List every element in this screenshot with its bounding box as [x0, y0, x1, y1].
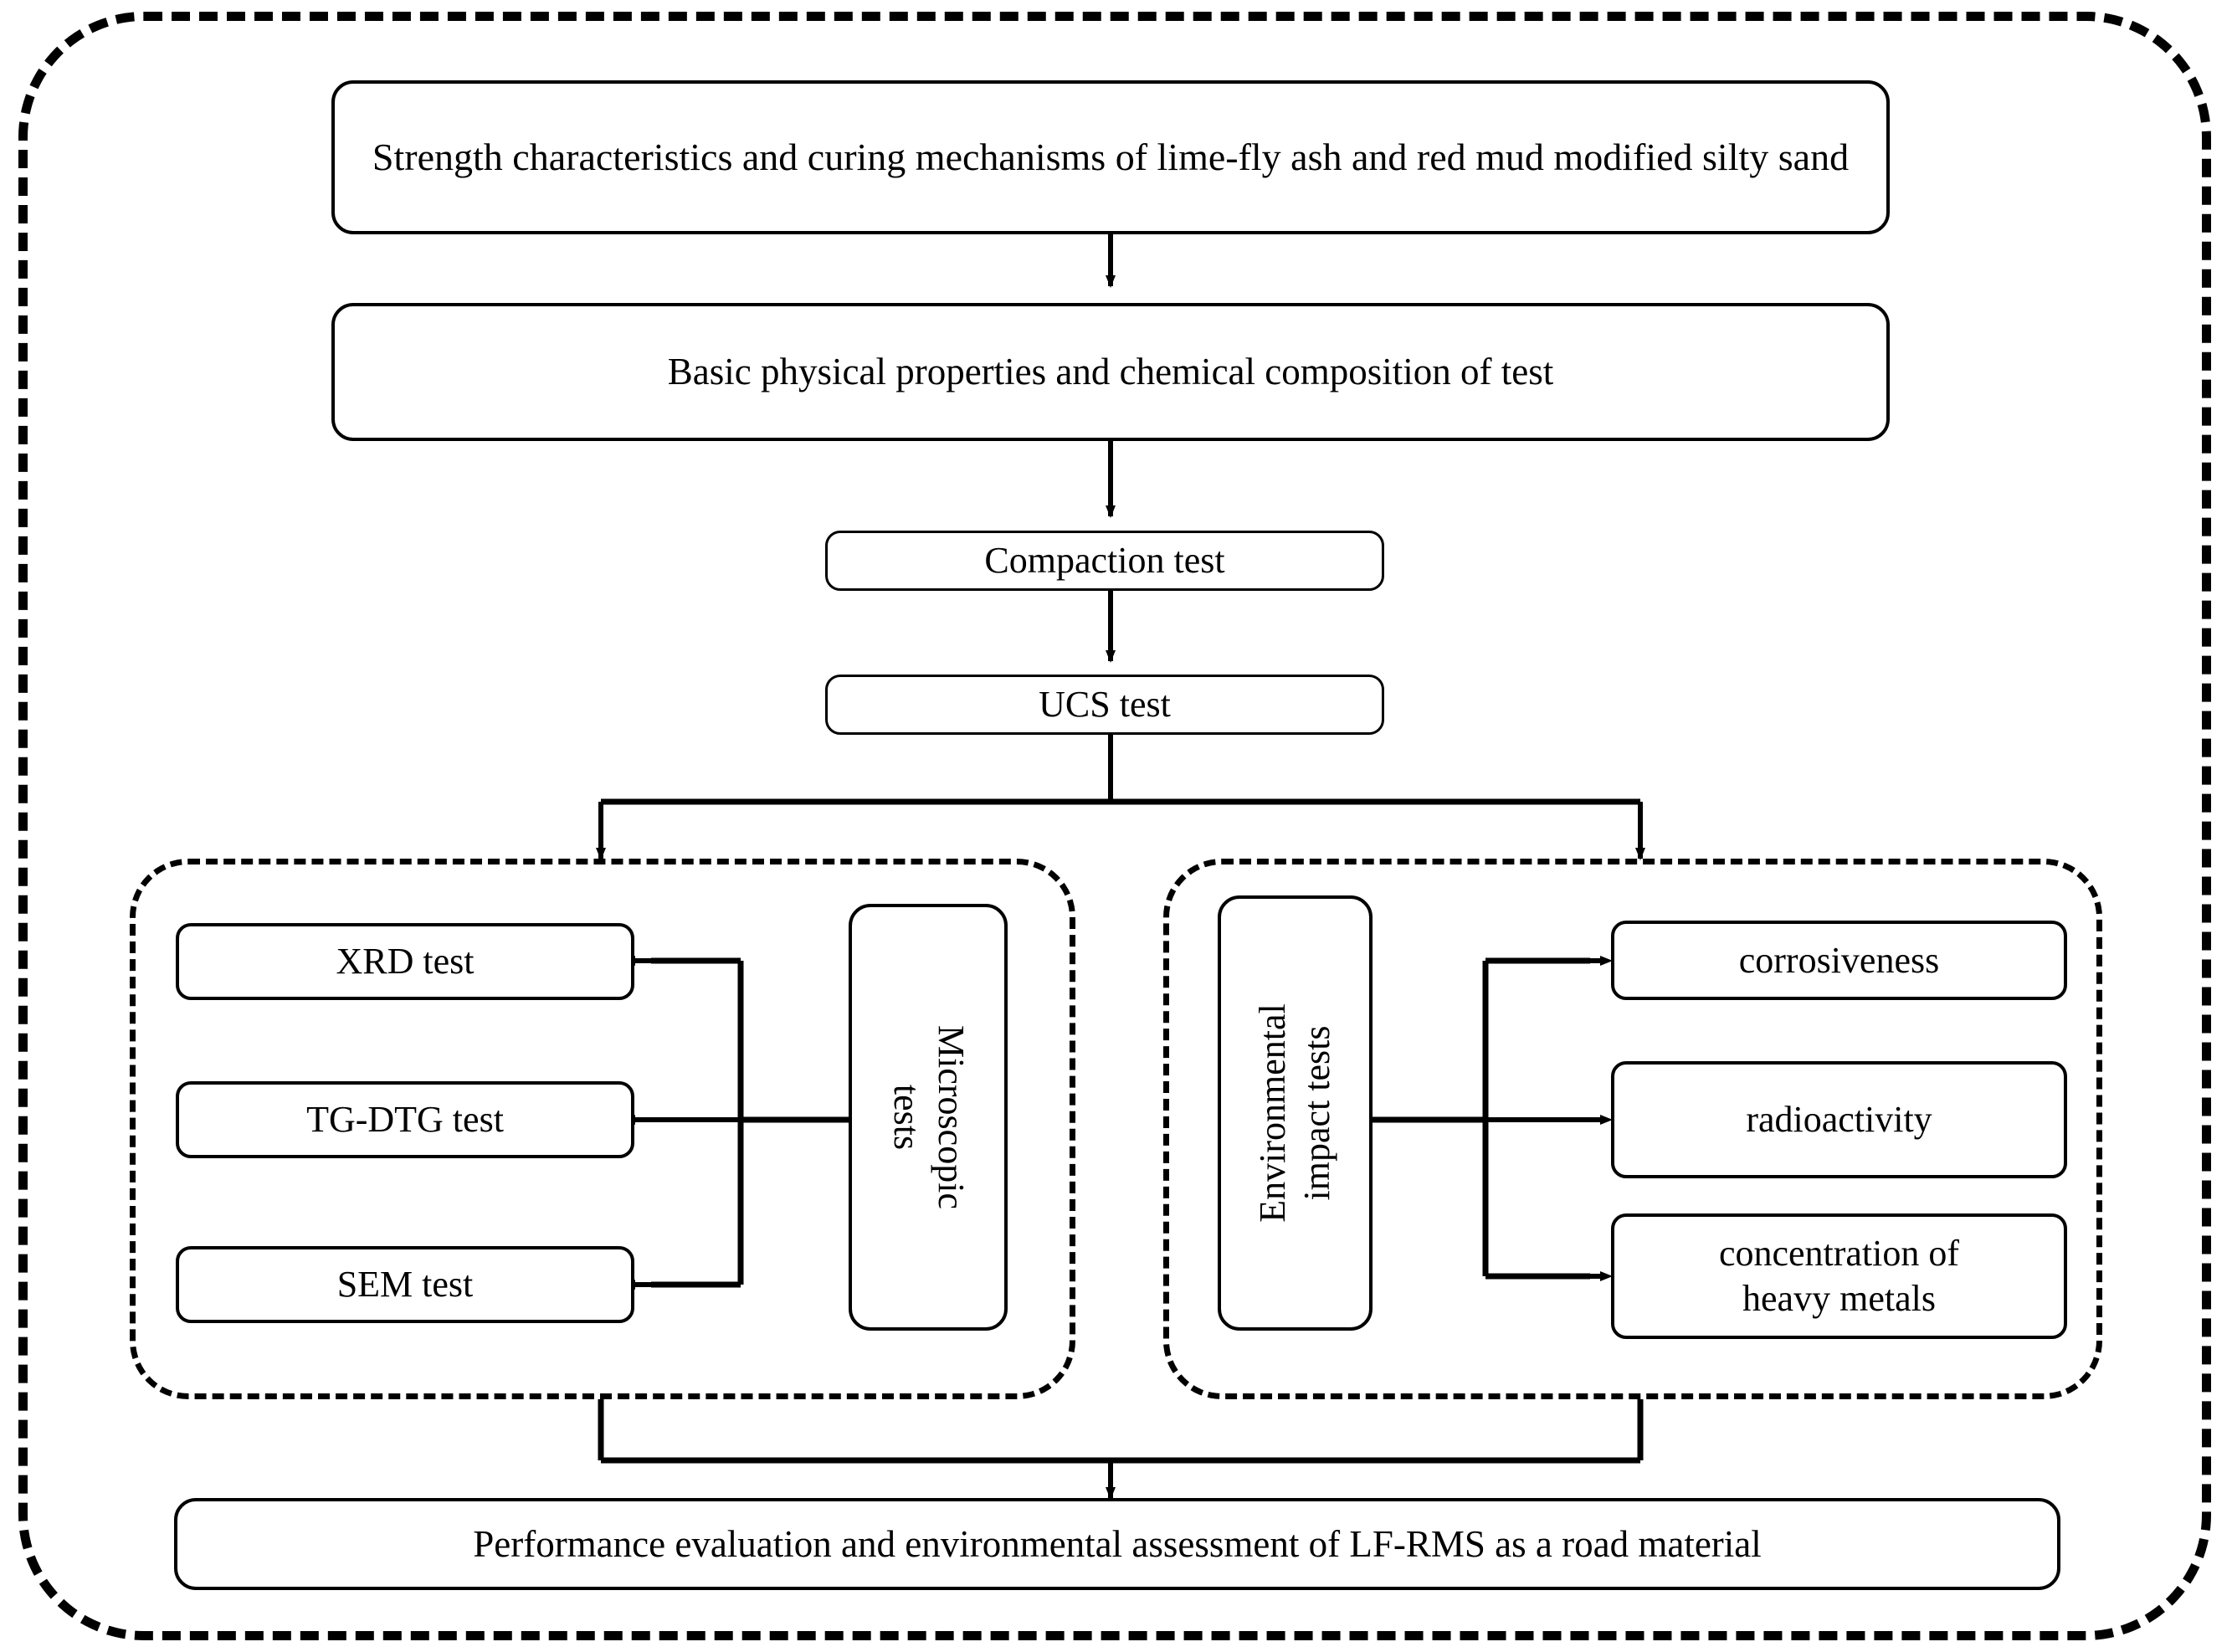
node-corrosiveness-label: corrosiveness — [1738, 939, 1940, 981]
node-tg-dtg-test: TG-DTG test — [176, 1081, 634, 1158]
env-driver-line-2: impact tests — [1296, 1025, 1337, 1201]
node-radioactivity-label: radioactivity — [1746, 1099, 1932, 1141]
group-environmental-impact-tests — [1163, 859, 2102, 1399]
node-corrosiveness: corrosiveness — [1611, 921, 2067, 1000]
node-xrd-test: XRD test — [176, 923, 634, 1000]
node-basic-properties: Basic physical properties and chemical c… — [331, 303, 1890, 441]
microscopic-driver-line-1: Microscopic — [930, 1025, 972, 1209]
node-ucs-test-label: UCS test — [1039, 684, 1171, 726]
heavy-metals-line-2: heavy metals — [1742, 1278, 1936, 1319]
node-outcome-label: Performance evaluation and environmental… — [473, 1522, 1762, 1565]
node-microscopic-tests-driver-label: Microscopic tests — [884, 1025, 972, 1209]
node-compaction-test: Compaction test — [825, 531, 1384, 591]
node-radioactivity: radioactivity — [1611, 1061, 2067, 1178]
env-driver-line-1: Environmental — [1251, 1003, 1293, 1223]
heavy-metals-line-1: concentration of — [1718, 1233, 1960, 1275]
node-outcome: Performance evaluation and environmental… — [174, 1498, 2060, 1590]
node-xrd-test-label: XRD test — [336, 941, 475, 982]
node-environmental-impact-driver: Environmental impact tests — [1218, 895, 1373, 1331]
node-environmental-impact-driver-label: Environmental impact tests — [1251, 1003, 1340, 1223]
node-sem-test-label: SEM test — [336, 1264, 474, 1306]
node-ucs-test: UCS test — [825, 675, 1384, 735]
node-sem-test: SEM test — [176, 1246, 634, 1323]
node-heavy-metals: concentration of heavy metals — [1611, 1213, 2067, 1339]
node-compaction-test-label: Compaction test — [984, 540, 1225, 582]
node-study-title: Strength characteristics and curing mech… — [331, 80, 1890, 234]
node-tg-dtg-test-label: TG-DTG test — [306, 1099, 504, 1141]
node-basic-properties-label: Basic physical properties and chemical c… — [667, 351, 1554, 393]
outer-dashed-frame — [18, 12, 2211, 1640]
group-microscopic-tests — [130, 859, 1075, 1399]
node-microscopic-tests-driver: Microscopic tests — [849, 904, 1008, 1331]
microscopic-driver-line-2: tests — [886, 1084, 927, 1151]
node-study-title-label: Strength characteristics and curing mech… — [372, 135, 1850, 178]
